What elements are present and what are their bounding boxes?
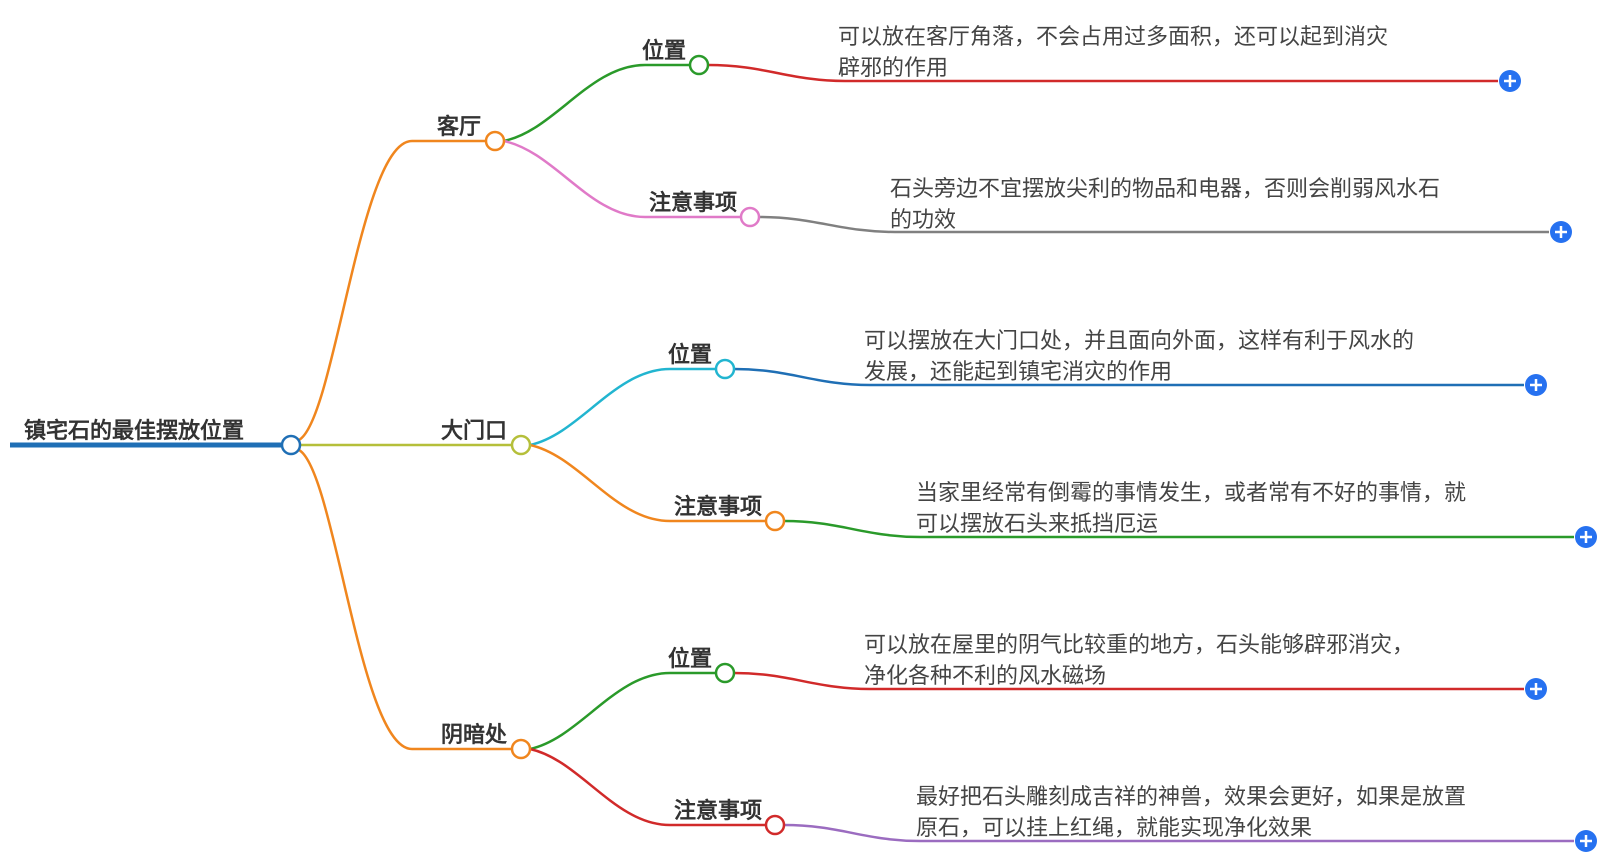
sub-node[interactable] [764, 510, 786, 532]
branch-node-front-door[interactable] [510, 434, 532, 456]
svg-text:石头旁边不宜摆放尖利的物品和电器，否则会削弱风水石: 石头旁边不宜摆放尖利的物品和电器，否则会削弱风水石 [890, 177, 1440, 202]
root-label[interactable]: 镇宅石的最佳摆放位置 [24, 418, 244, 444]
sub-node[interactable] [714, 358, 736, 380]
leaf-text[interactable]: 当家里经常有倒霉的事情发生，或者常有不好的事情，就 可以摆放石头来抵挡厄运 [916, 481, 1466, 537]
sub-label[interactable]: 注意事项 [674, 494, 762, 520]
svg-text:的功效: 的功效 [890, 208, 956, 233]
branch-label-living-room[interactable]: 客厅 [437, 114, 481, 140]
sub-label[interactable]: 注意事项 [674, 798, 762, 824]
svg-text:发展，还能起到镇宅消灾的作用: 发展，还能起到镇宅消灾的作用 [864, 360, 1172, 385]
sub-label[interactable]: 位置 [668, 646, 712, 672]
sub-label[interactable]: 注意事项 [649, 190, 737, 216]
branch-node-dark-place[interactable] [510, 738, 532, 760]
svg-text:净化各种不利的风水磁场: 净化各种不利的风水磁场 [864, 664, 1106, 689]
svg-text:辟邪的作用: 辟邪的作用 [838, 56, 948, 81]
sub-node[interactable] [688, 54, 710, 76]
svg-text:最好把石头雕刻成吉祥的神兽，效果会更好，如果是放置: 最好把石头雕刻成吉祥的神兽，效果会更好，如果是放置 [916, 785, 1466, 810]
svg-text:原石，可以挂上红绳，就能实现净化效果: 原石，可以挂上红绳，就能实现净化效果 [916, 816, 1312, 841]
svg-text:可以放在屋里的阴气比较重的地方，石头能够辟邪消灾，: 可以放在屋里的阴气比较重的地方，石头能够辟邪消灾， [864, 633, 1414, 658]
branch-label-front-door[interactable]: 大门口 [441, 418, 507, 444]
sub-node[interactable] [739, 206, 761, 228]
sub-label[interactable]: 位置 [642, 38, 686, 64]
leaf-text[interactable]: 石头旁边不宜摆放尖利的物品和电器，否则会削弱风水石 的功效 [890, 177, 1440, 233]
plus-circle-icon[interactable] [1575, 830, 1597, 852]
plus-circle-icon[interactable] [1525, 374, 1547, 396]
svg-text:可以摆放在大门口处，并且面向外面，这样有利于风水的: 可以摆放在大门口处，并且面向外面，这样有利于风水的 [864, 329, 1414, 354]
connector-dark-place [298, 448, 512, 751]
branch-label-dark-place[interactable]: 阴暗处 [441, 722, 507, 748]
sub-node[interactable] [764, 814, 786, 836]
leaf-text[interactable]: 可以放在屋里的阴气比较重的地方，石头能够辟邪消灾， 净化各种不利的风水磁场 [864, 633, 1414, 689]
leaf-text[interactable]: 可以放在客厅角落，不会占用过多面积，还可以起到消灾 辟邪的作用 [838, 25, 1388, 81]
plus-circle-icon[interactable] [1575, 526, 1597, 548]
connector-living-room [298, 139, 486, 442]
plus-circle-icon[interactable] [1525, 678, 1547, 700]
root-node-handle[interactable] [280, 434, 302, 456]
plus-circle-icon[interactable] [1499, 70, 1521, 92]
sub-label[interactable]: 位置 [668, 342, 712, 368]
branch-node-living-room[interactable] [484, 130, 506, 152]
plus-circle-icon[interactable] [1550, 221, 1572, 243]
leaf-text[interactable]: 可以摆放在大门口处，并且面向外面，这样有利于风水的 发展，还能起到镇宅消灾的作用 [864, 329, 1414, 385]
leaf-text[interactable]: 最好把石头雕刻成吉祥的神兽，效果会更好，如果是放置 原石，可以挂上红绳，就能实现… [916, 785, 1466, 841]
sub-node[interactable] [714, 662, 736, 684]
svg-text:可以放在客厅角落，不会占用过多面积，还可以起到消灾: 可以放在客厅角落，不会占用过多面积，还可以起到消灾 [838, 25, 1388, 50]
svg-text:当家里经常有倒霉的事情发生，或者常有不好的事情，就: 当家里经常有倒霉的事情发生，或者常有不好的事情，就 [916, 481, 1466, 506]
svg-text:可以摆放石头来抵挡厄运: 可以摆放石头来抵挡厄运 [916, 512, 1158, 537]
